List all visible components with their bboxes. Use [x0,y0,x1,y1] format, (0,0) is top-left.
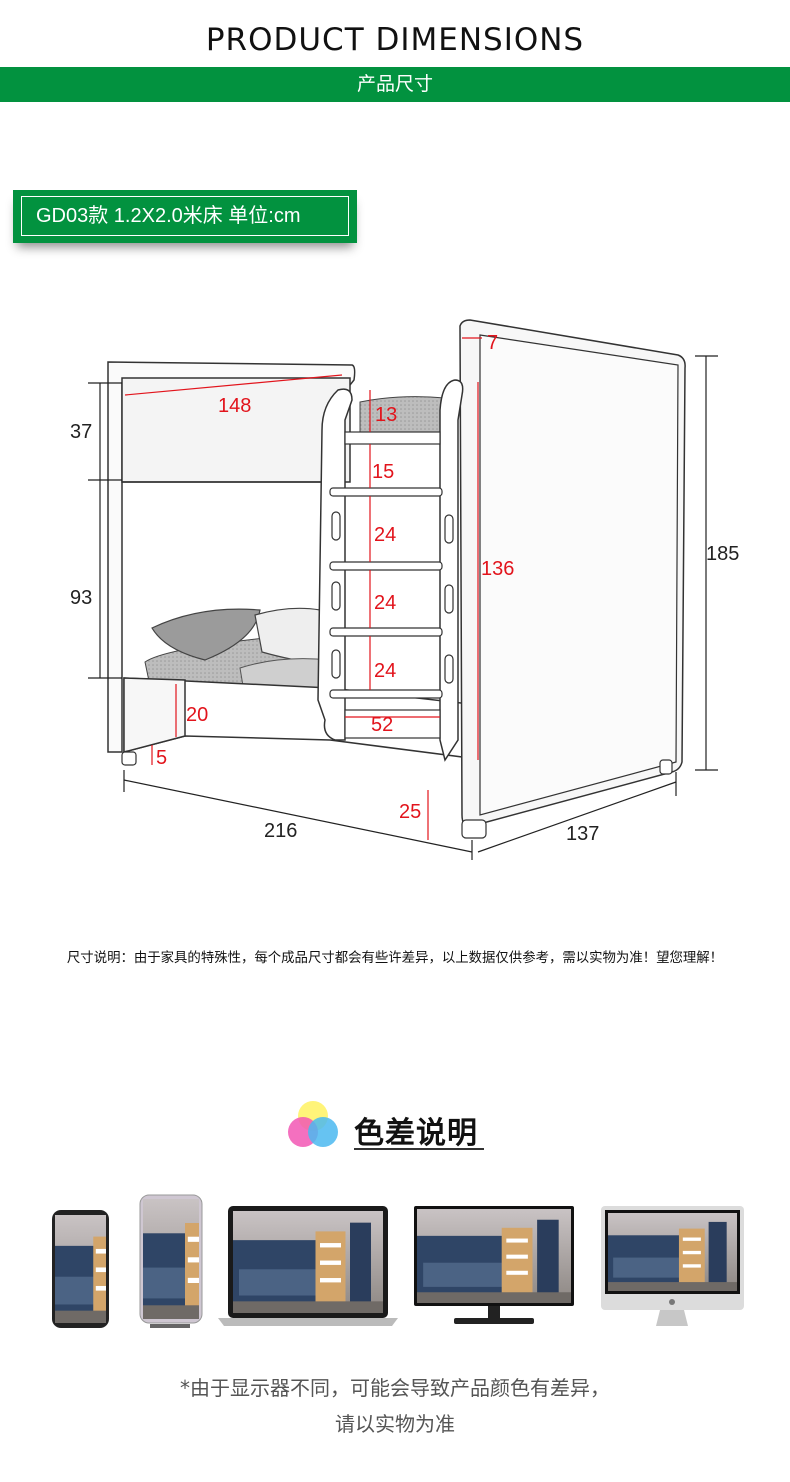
model-badge: GD03款 1.2X2.0米床 单位:cm [13,190,357,243]
dim-37: 37 [70,421,92,443]
imac-device [601,1206,744,1326]
right-headboard [459,319,686,839]
color-footnote-line2: 请以实物为准 [335,1412,455,1436]
model-badge-label: GD03款 1.2X2.0米床 单位:cm [21,196,349,236]
monitor-device [414,1206,574,1324]
ladder [317,379,464,762]
dim-216: 216 [264,820,297,842]
dim-20: 20 [186,704,208,726]
dim-137: 137 [566,823,599,845]
laptop-device [218,1206,398,1326]
device-previews [52,1194,744,1328]
mattress [144,607,331,701]
dim-93: 93 [70,587,92,609]
dimension-note: 尺寸说明：由于家具的特殊性，每个成品尺寸都会有些许差异，以上数据仅供参考，需以实… [66,951,724,966]
title-underline [354,1148,484,1150]
dim-15: 15 [372,461,394,483]
section-banner: 产品尺寸 [0,67,790,102]
color-footnote-line1: *由于显示器不同，可能会导致产品颜色有差异， [180,1376,610,1400]
color-circles-icon [288,1101,338,1147]
phone-device [52,1210,109,1328]
dim-5: 5 [156,747,167,769]
dim-52: 52 [371,714,393,736]
color-section-title: 色差说明 [354,1116,478,1151]
outer-dimension-lines [88,355,718,860]
dim-148: 148 [218,395,251,417]
dim-24-c: 24 [374,660,396,682]
bunk-bed-diagram: 148 7 13 15 24 24 24 136 52 20 5 25 37 9… [70,319,739,860]
dim-13: 13 [375,404,397,426]
dim-24-a: 24 [374,524,396,546]
dimension-lines [124,337,482,840]
dim-25: 25 [399,801,421,823]
dim-24-b: 24 [374,592,396,614]
page-title: PRODUCT DIMENSIONS [205,22,585,58]
dim-185: 185 [706,543,739,565]
phone-device-2 [139,1194,203,1328]
dim-7: 7 [487,332,498,354]
left-headboard [107,361,356,753]
dim-136: 136 [481,558,514,580]
